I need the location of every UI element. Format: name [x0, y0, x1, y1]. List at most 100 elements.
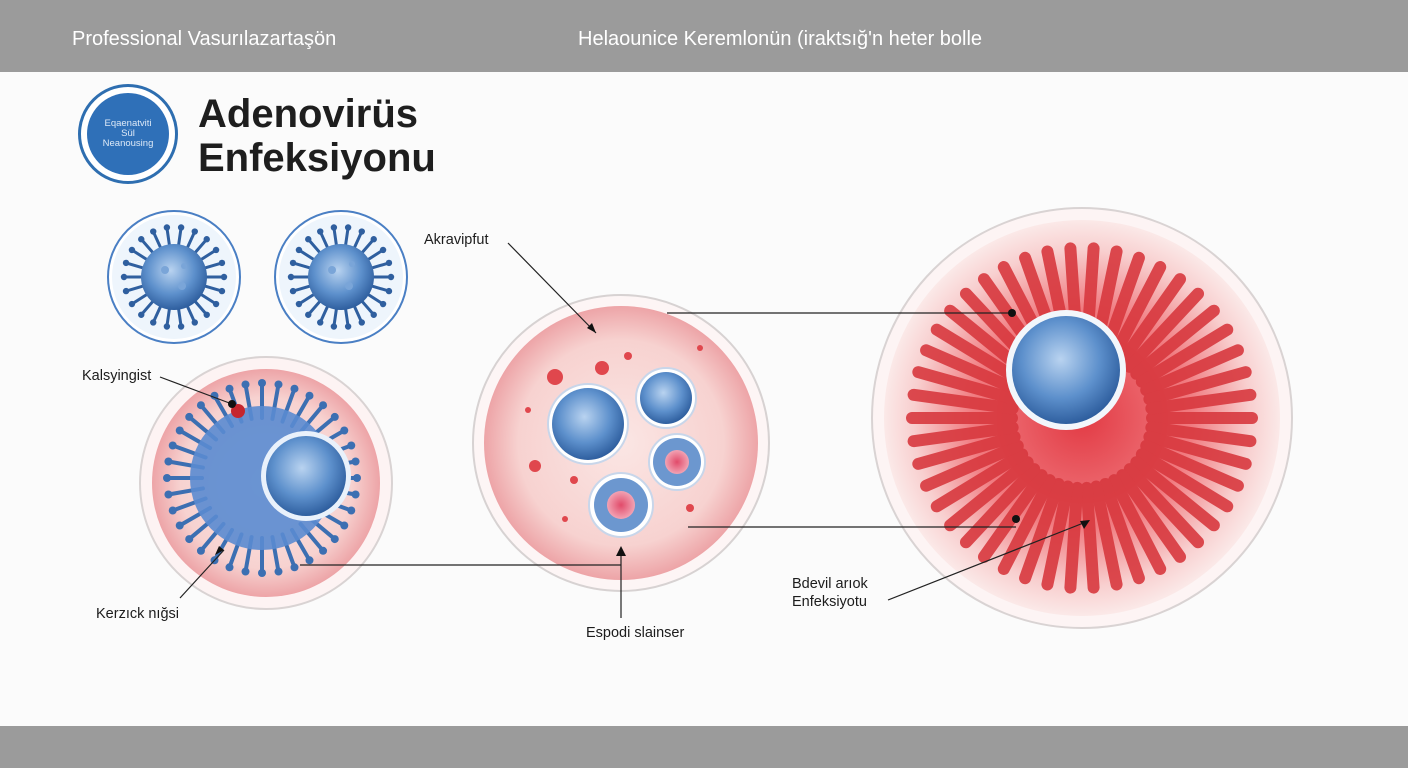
spike-knob — [344, 224, 352, 231]
villus — [1145, 421, 1257, 448]
spike — [291, 283, 314, 293]
spike-knob — [168, 441, 177, 450]
villus — [1145, 388, 1257, 415]
virus-icon-2 — [274, 210, 408, 344]
spike-knob — [164, 490, 173, 499]
spike — [151, 230, 164, 252]
spike — [306, 237, 323, 256]
header-bar: Professional Vasurılazartaşön Helaounice… — [0, 0, 1408, 72]
leader-endpoints — [215, 309, 1090, 556]
spike — [130, 248, 151, 263]
spike-knob — [212, 246, 220, 254]
villus — [1041, 480, 1074, 591]
spike-knob — [220, 273, 228, 281]
villus — [907, 421, 1019, 448]
spike — [192, 298, 209, 317]
spike — [197, 248, 218, 263]
spike-knob — [317, 228, 324, 235]
spike-knob — [241, 380, 250, 389]
spike-knob — [289, 259, 297, 267]
villus — [1140, 439, 1244, 492]
spike-knob — [340, 426, 349, 435]
page-title: Adenovirüs Enfeksiyonu — [198, 92, 436, 180]
spike-knob — [287, 273, 295, 281]
spike — [368, 261, 391, 271]
infected-cell-middle — [472, 294, 770, 592]
spike-knob — [191, 228, 198, 235]
villus — [997, 474, 1056, 575]
spike — [197, 291, 218, 306]
spike-knob — [164, 457, 173, 466]
spike — [297, 248, 318, 263]
villus — [1108, 474, 1167, 575]
spike-knob — [128, 300, 136, 308]
spike — [201, 283, 224, 293]
spike — [176, 305, 183, 328]
spike-knob — [258, 569, 266, 577]
villus — [930, 448, 1029, 513]
spike-knob — [177, 323, 185, 330]
spike-knob — [177, 224, 185, 231]
logo-badge: Eqaenatviti Sül Neanousing — [78, 84, 178, 184]
spike — [318, 302, 331, 324]
spike — [343, 226, 350, 249]
infected-cell-left — [139, 356, 393, 610]
label-bdevil: Bdevil arıok Enfeksiyotu — [792, 575, 868, 611]
spike-knob — [319, 401, 328, 410]
spike — [343, 305, 350, 328]
spike-knob — [258, 379, 266, 387]
villus — [1135, 323, 1234, 388]
spike-knob — [347, 506, 356, 515]
badge-line-2: Sül — [121, 128, 135, 139]
spike-knob — [274, 567, 283, 576]
spike-knob — [344, 323, 352, 330]
spike-knob — [379, 246, 387, 254]
spike-knob — [330, 224, 338, 231]
villus — [944, 456, 1034, 532]
footer-bar — [0, 726, 1408, 768]
villus — [907, 388, 1019, 415]
virus-icon-1 — [107, 210, 241, 344]
spike-knob — [330, 323, 338, 330]
spike-knob — [305, 236, 312, 243]
spike — [359, 298, 376, 317]
villus — [920, 439, 1024, 492]
spike-knob — [122, 259, 130, 267]
spike-knob — [305, 556, 314, 565]
spike — [139, 298, 156, 317]
title-line-2: Enfeksiyonu — [198, 136, 436, 180]
spike — [332, 305, 339, 328]
villus — [959, 463, 1041, 549]
spike-knob — [290, 563, 299, 572]
spike-knob — [138, 311, 145, 318]
spike — [165, 305, 172, 328]
spike-knob — [218, 287, 226, 295]
spike — [359, 237, 376, 256]
spike-knob — [185, 535, 194, 544]
spike — [130, 291, 151, 306]
villus — [1090, 480, 1123, 591]
spike-knob — [358, 228, 365, 235]
spike-knob — [370, 311, 377, 318]
header-left-text: Professional Vasurılazartaşön — [72, 28, 337, 50]
label-kalsyingist: Kalsyingist — [82, 368, 152, 384]
spike-knob — [317, 319, 324, 326]
villus — [1143, 430, 1252, 470]
spike — [124, 283, 147, 293]
label-kerzek: Kerzıck nığsi — [96, 606, 179, 622]
spike — [151, 302, 164, 324]
spike-knob — [347, 441, 356, 450]
villus — [1140, 344, 1244, 397]
spike — [332, 226, 339, 249]
badge-line-3: Neanousing — [102, 138, 154, 149]
spike-knob — [305, 311, 312, 318]
spike-knob — [150, 228, 157, 235]
spike-knob — [330, 535, 339, 544]
spike-knob — [163, 474, 171, 482]
spike — [139, 237, 156, 256]
spike-knob — [351, 457, 360, 466]
spike-knob — [168, 506, 177, 515]
infected-tissue-right — [871, 207, 1293, 629]
leader-lines — [159, 242, 1087, 618]
